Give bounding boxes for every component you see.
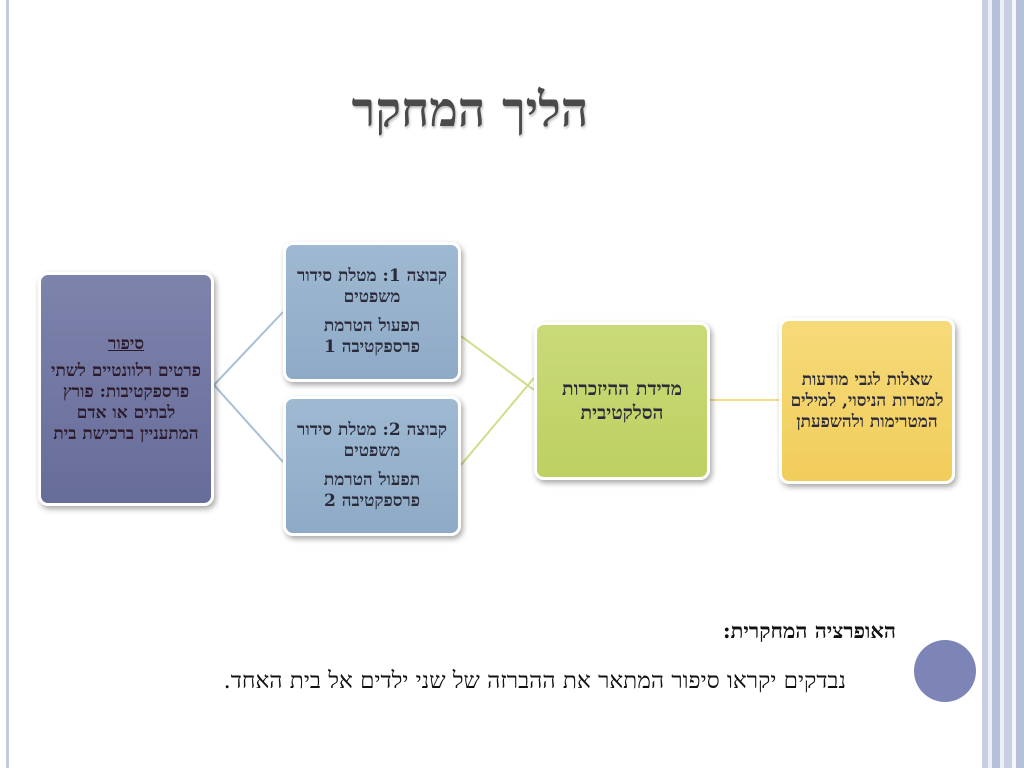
story-box: סיפור פרטים רלוונטיים לשתי פרספקטיבות: פ… <box>38 272 214 506</box>
questions-label: שאלות לגבי מודעות למטרות הניסוי, למילים … <box>790 369 944 432</box>
connector-story-group2 <box>213 384 284 463</box>
group1-priming: תפעול הטרמת פרספקטיבה 1 <box>323 316 421 357</box>
measure-box: מדידת ההיזכרות הסלקטיבית <box>534 322 710 480</box>
connector-group2-measure <box>460 377 535 466</box>
group1-task: קבוצה 1: מטלת סידור משפטים <box>297 266 447 307</box>
questions-box: שאלות לגבי מודעות למטרות הניסוי, למילים … <box>779 318 955 484</box>
group2-task: קבוצה 2: מטלת סידור משפטים <box>297 420 447 461</box>
measure-label: מדידת ההיזכרות הסלקטיבית <box>562 378 682 424</box>
story-body: פרטים רלוונטיים לשתי פרספקטיבות: פורץ לב… <box>51 360 201 444</box>
slide-title: הליך המחקר <box>351 82 589 138</box>
operation-heading: האופרציה המחקרית: <box>722 618 896 643</box>
right-decorative-border <box>974 0 1024 768</box>
connector-group1-measure <box>460 335 535 391</box>
operation-text: נבדקים יקראו סיפור המתאר את ההברזה של שנ… <box>223 668 846 694</box>
left-border-rule <box>6 0 9 768</box>
group2-priming: תפעול הטרמת פרספקטיבה 2 <box>323 470 421 511</box>
group1-box: קבוצה 1: מטלת סידור משפטים תפעול הטרמת פ… <box>283 242 461 382</box>
group2-box: קבוצה 2: מטלת סידור משפטים תפעול הטרמת פ… <box>283 396 461 536</box>
connector-story-group1 <box>213 311 284 386</box>
story-heading: סיפור <box>107 333 145 354</box>
bullet-circle <box>914 640 976 702</box>
